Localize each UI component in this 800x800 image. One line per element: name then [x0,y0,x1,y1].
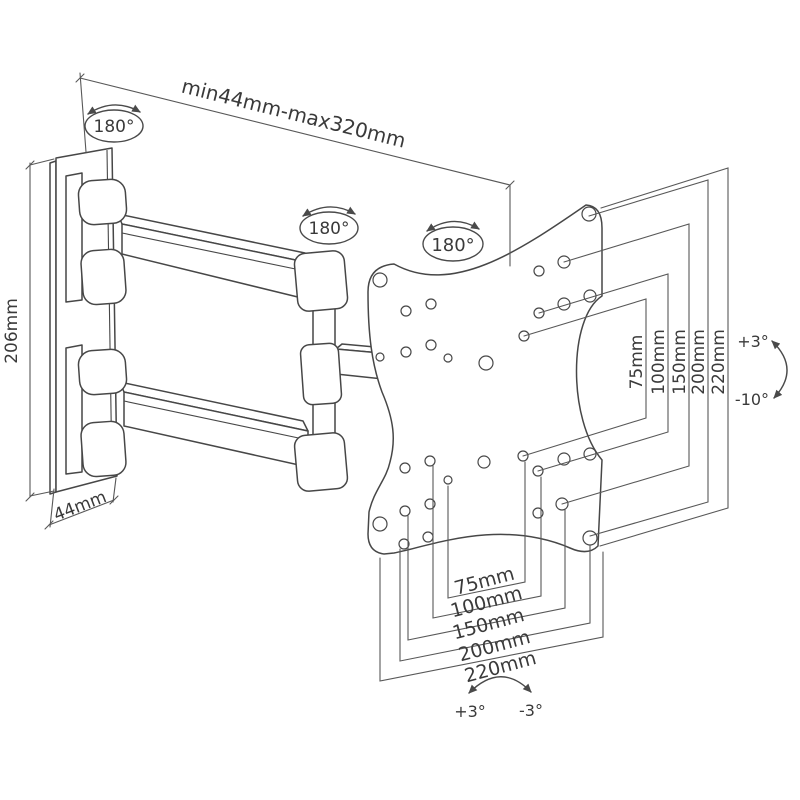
vesa-hole [533,265,545,277]
vesa-hole [478,355,494,371]
vesa-vertical-label-150: 150mm [670,329,690,395]
vesa-hole [372,272,388,288]
articulating-arms [117,213,311,468]
pivot-cap-bottom [293,432,349,492]
dimension-wall-plate-height [25,158,55,502]
arm-extension-label: min44mm-max320mm [179,74,408,153]
hinge-bracket-upper [65,172,83,303]
vesa-hole [443,475,453,485]
wall-plate-height-label: 206mm [2,298,22,364]
motion-arrows [84,104,788,694]
vesa-hole [425,339,437,351]
vesa-hole [399,462,411,474]
vesa-hole [398,538,410,550]
hinge-bracket-lower [65,344,83,475]
vesa-plate-assembly [367,204,603,555]
pivot-sleeve [299,342,343,406]
vesa-hole [443,353,453,363]
dimension-vesa-horizontal [379,461,604,682]
vesa-vertical-label-220: 220mm [709,329,729,395]
dimension-wall-plate-width [44,477,119,530]
vesa-hole [400,305,412,317]
swivel-arrow-1-icon [87,104,141,115]
hinge-knuckle [80,420,127,478]
vesa-vertical-label-75: 75mm [627,335,647,390]
hinge-knuckle [77,178,128,226]
pivot-column [293,250,398,492]
vesa-hole [400,346,412,358]
upper-arm-edge [121,232,311,273]
swivel-arrow-2-icon [302,206,356,217]
vesa-hole [372,516,388,532]
tilt-down-label: -10° [735,390,769,409]
wall-plate-assembly [49,147,118,495]
tilt-up-label: +3° [737,332,769,351]
vesa-vertical-label-200: 200mm [689,329,709,395]
swivel-label-1: 180° [94,117,135,137]
vesa-hole [375,352,385,362]
plate-rotation-arrow-icon [468,676,532,694]
hinge-knuckles [77,178,128,478]
pivot-cap-top [293,250,349,312]
lower-arm-edge [123,400,309,441]
plate-rotation-ccw-label: -3° [519,701,543,720]
wall-plate-back-edge [49,160,57,495]
vesa-hole [422,531,434,543]
wall-plate-width-label: 44mm [51,487,109,525]
dimension-lines [25,72,729,682]
vesa-hole [424,455,436,467]
vesa-vertical-label-100: 100mm [649,329,669,395]
swivel-arrow-3-icon [426,220,480,232]
hinge-knuckle [80,248,127,306]
dimension-arm-extension [75,72,515,267]
hinge-knuckle [77,348,128,396]
vesa-hole [477,455,491,469]
dimension-vesa-vertical [522,167,729,547]
swivel-label-3: 180° [431,235,474,256]
vesa-hole [425,298,437,310]
vesa-hole [582,530,598,546]
tilt-arrow-icon [771,340,788,399]
swivel-label-2: 180° [309,219,350,239]
vesa-plate [367,204,603,555]
vesa-hole [399,505,411,517]
plate-rotation-cw-label: +3° [454,702,486,721]
